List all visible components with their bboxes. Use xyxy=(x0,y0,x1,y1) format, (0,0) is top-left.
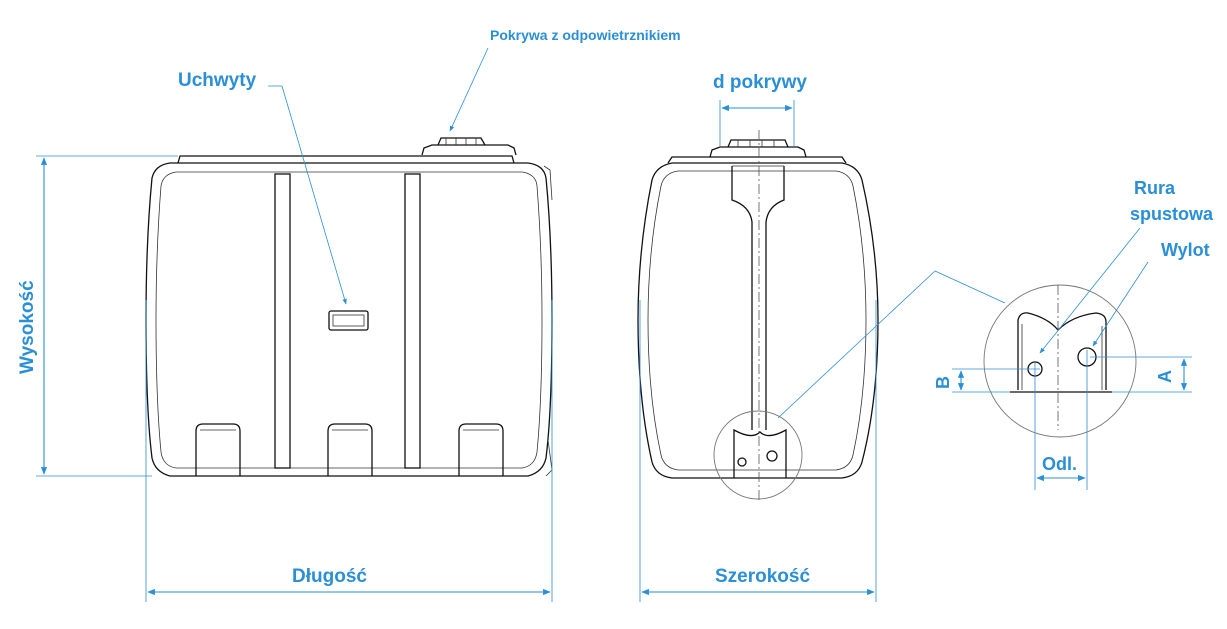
front-view xyxy=(145,137,553,477)
length-dimension xyxy=(145,300,553,602)
height-label: Wysokość xyxy=(17,280,38,374)
side-view xyxy=(637,130,879,500)
cover-diameter-label: d pokrywy xyxy=(713,72,807,93)
dim-b-label: B xyxy=(933,376,953,389)
width-dimension xyxy=(639,300,877,602)
cover-side xyxy=(709,139,807,158)
outlet-label: Wylot xyxy=(1161,240,1210,260)
height-dimension xyxy=(36,155,178,477)
length-label: Długość xyxy=(292,566,367,587)
foot-3 xyxy=(458,423,504,476)
handles-label: Uchwyty xyxy=(178,70,257,91)
a-dimension xyxy=(1090,356,1192,393)
detail-view xyxy=(983,284,1137,490)
cover-front xyxy=(421,137,517,156)
foot-1 xyxy=(195,423,241,476)
width-label: Szerokość xyxy=(715,566,810,587)
spacing-label: Odl. xyxy=(1042,454,1077,474)
handle-slot xyxy=(328,310,369,331)
b-dimension xyxy=(952,368,1040,393)
cover-label: Pokrywa z odpowietrznikiem xyxy=(490,27,681,43)
drain-pipe-label-line1: Rura xyxy=(1134,178,1176,198)
drain-pipe-label-line2: spustowa xyxy=(1130,204,1214,224)
cover-diameter-dimension xyxy=(719,100,795,147)
dim-a-label: A xyxy=(1155,370,1175,383)
foot-2 xyxy=(327,423,373,476)
